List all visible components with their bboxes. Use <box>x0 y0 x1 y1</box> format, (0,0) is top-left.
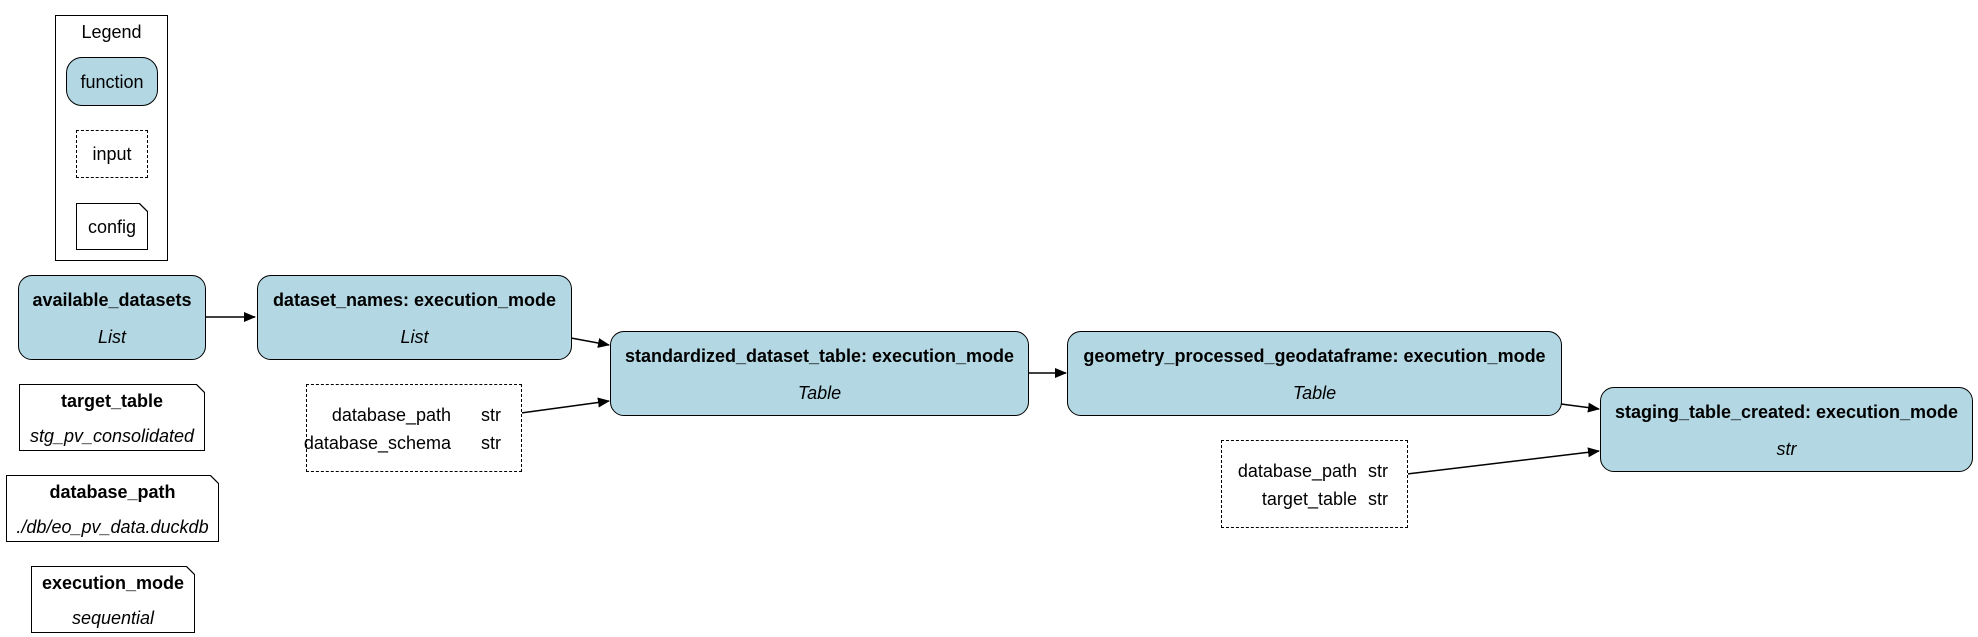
note-fold-icon <box>186 566 195 575</box>
legend-function-swatch: function <box>66 57 158 106</box>
config-value: ./db/eo_pv_data.duckdb <box>16 517 209 537</box>
input-name: database_path <box>1237 461 1357 481</box>
node-type: Table <box>1292 383 1337 403</box>
legend-config-swatch: config <box>76 203 148 250</box>
legend-panel: Legend function input config <box>55 15 168 261</box>
config-value: sequential <box>71 608 155 628</box>
config-execution-mode: execution_mode sequential <box>31 566 195 633</box>
node-name: geometry_processed_geodataframe: executi… <box>1083 346 1546 366</box>
legend-input-swatch: input <box>76 130 148 178</box>
node-staging-table-created[interactable]: staging_table_created: execution_mode st… <box>1600 387 1973 472</box>
note-fold-icon <box>210 475 219 484</box>
note-fold-icon <box>196 384 205 393</box>
node-available-datasets[interactable]: available_datasets List <box>18 275 206 360</box>
node-standardized-dataset-table[interactable]: standardized_dataset_table: execution_mo… <box>610 331 1029 416</box>
node-name: staging_table_created: execution_mode <box>1614 402 1959 422</box>
config-target-table: target_table stg_pv_consolidated <box>19 384 205 451</box>
note-fold-icon <box>139 203 148 212</box>
config-name: target_table <box>60 391 164 411</box>
edge-dataset-names-to-standardized <box>570 337 610 348</box>
node-type: str <box>1776 439 1797 459</box>
input-name: target_table <box>1261 489 1357 509</box>
legend-title: Legend <box>81 22 142 42</box>
node-type: List <box>400 327 429 347</box>
input-type: str <box>481 405 501 425</box>
node-geometry-processed-geodataframe[interactable]: geometry_processed_geodataframe: executi… <box>1067 331 1562 416</box>
config-value: stg_pv_consolidated <box>29 426 195 446</box>
edge-standardized-inputs-to-standardized <box>520 397 610 414</box>
input-group-staging: database_path str target_table str <box>1221 440 1408 528</box>
input-type: str <box>481 433 501 453</box>
input-name: database_schema <box>303 433 451 453</box>
node-dataset-names[interactable]: dataset_names: execution_mode List <box>257 275 572 360</box>
input-type: str <box>1368 489 1388 509</box>
node-name: available_datasets <box>32 290 192 310</box>
legend-input-label: input <box>92 144 132 164</box>
config-database-path: database_path ./db/eo_pv_data.duckdb <box>6 475 219 542</box>
input-type: str <box>1368 461 1388 481</box>
node-type: List <box>97 327 126 347</box>
node-type: Table <box>797 383 842 403</box>
config-name: database_path <box>49 482 176 502</box>
edge-geometry-to-staging <box>1560 402 1600 413</box>
input-group-standardized: database_path str database_schema str <box>303 384 522 472</box>
legend-config-label: config <box>87 217 137 237</box>
input-name: database_path <box>331 405 451 425</box>
node-name: standardized_dataset_table: execution_mo… <box>624 346 1015 366</box>
legend-function-label: function <box>80 72 144 92</box>
node-name: dataset_names: execution_mode <box>272 290 557 310</box>
config-name: execution_mode <box>41 573 185 593</box>
edge-staging-inputs-to-staging <box>1406 447 1600 475</box>
